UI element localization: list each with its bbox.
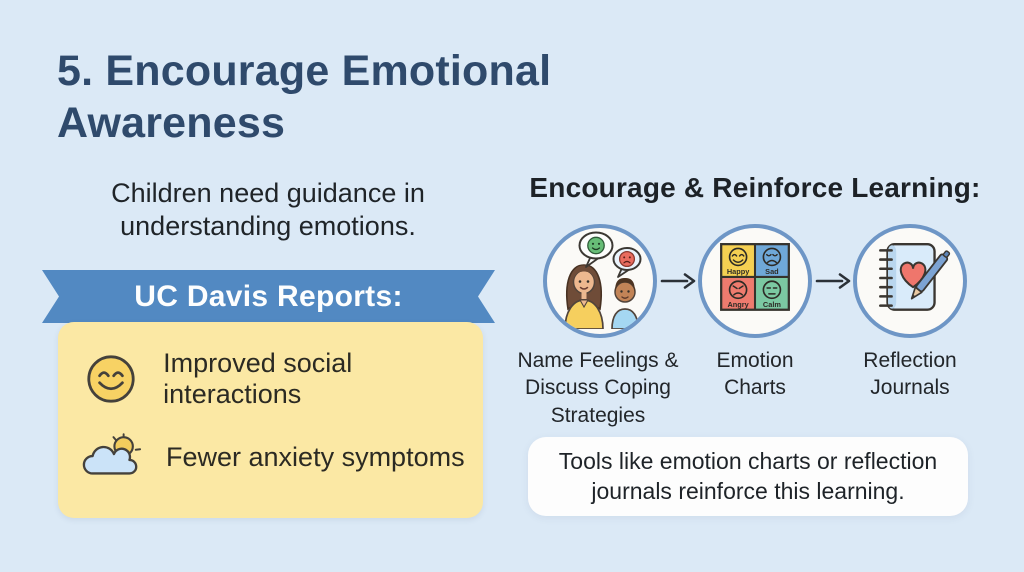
tools-note-text: Tools like emotion charts or reflection …: [558, 447, 938, 504]
reflection-journal-icon: [867, 234, 953, 329]
step-circle-reflection-journals: [853, 224, 967, 338]
step-circle-name-feelings: [543, 224, 657, 338]
finding-label: Improved social interactions: [163, 348, 353, 409]
finding-row: Improved social interactions: [80, 348, 483, 410]
cloud-sun-icon: [80, 432, 144, 482]
ribbon-banner: UC Davis Reports:: [42, 270, 495, 323]
subtitle-text: Children need guidance in understanding …: [111, 178, 425, 242]
arrow-right-icon: [660, 271, 696, 291]
page-title: 5. Encourage Emotional Awareness: [57, 47, 552, 147]
finding-row: Fewer anxiety symptoms: [80, 432, 483, 482]
emotion-cell-label-sad: Sad: [765, 267, 779, 276]
step-label-name-feelings: Name Feelings & Discuss Coping Strategie…: [517, 349, 679, 427]
flow-heading: Encourage & Reinforce Learning:: [529, 172, 981, 203]
step-label-emotion-charts: Emotion Charts: [716, 349, 794, 400]
ribbon-label: UC Davis Reports:: [134, 279, 403, 313]
tools-note-box: Tools like emotion charts or reflection …: [528, 437, 968, 516]
emotion-cell-label-angry: Angry: [727, 299, 749, 308]
findings-panel: Improved social interactions Fewer anxie…: [58, 322, 483, 518]
arrow-right-icon: [815, 271, 851, 291]
emotion-chart-icon: Happy Sad Angry Calm: [714, 238, 796, 325]
emotion-cell-label-calm: Calm: [763, 299, 781, 308]
emotion-cell-label-happy: Happy: [727, 267, 750, 276]
finding-label: Fewer anxiety symptoms: [166, 441, 465, 472]
parent-child-conversation-icon: [550, 229, 650, 334]
smiley-face-icon: [80, 353, 141, 405]
step-circle-emotion-charts: Happy Sad Angry Calm: [698, 224, 812, 338]
step-label-reflection-journals: Reflection Journals: [863, 349, 957, 400]
